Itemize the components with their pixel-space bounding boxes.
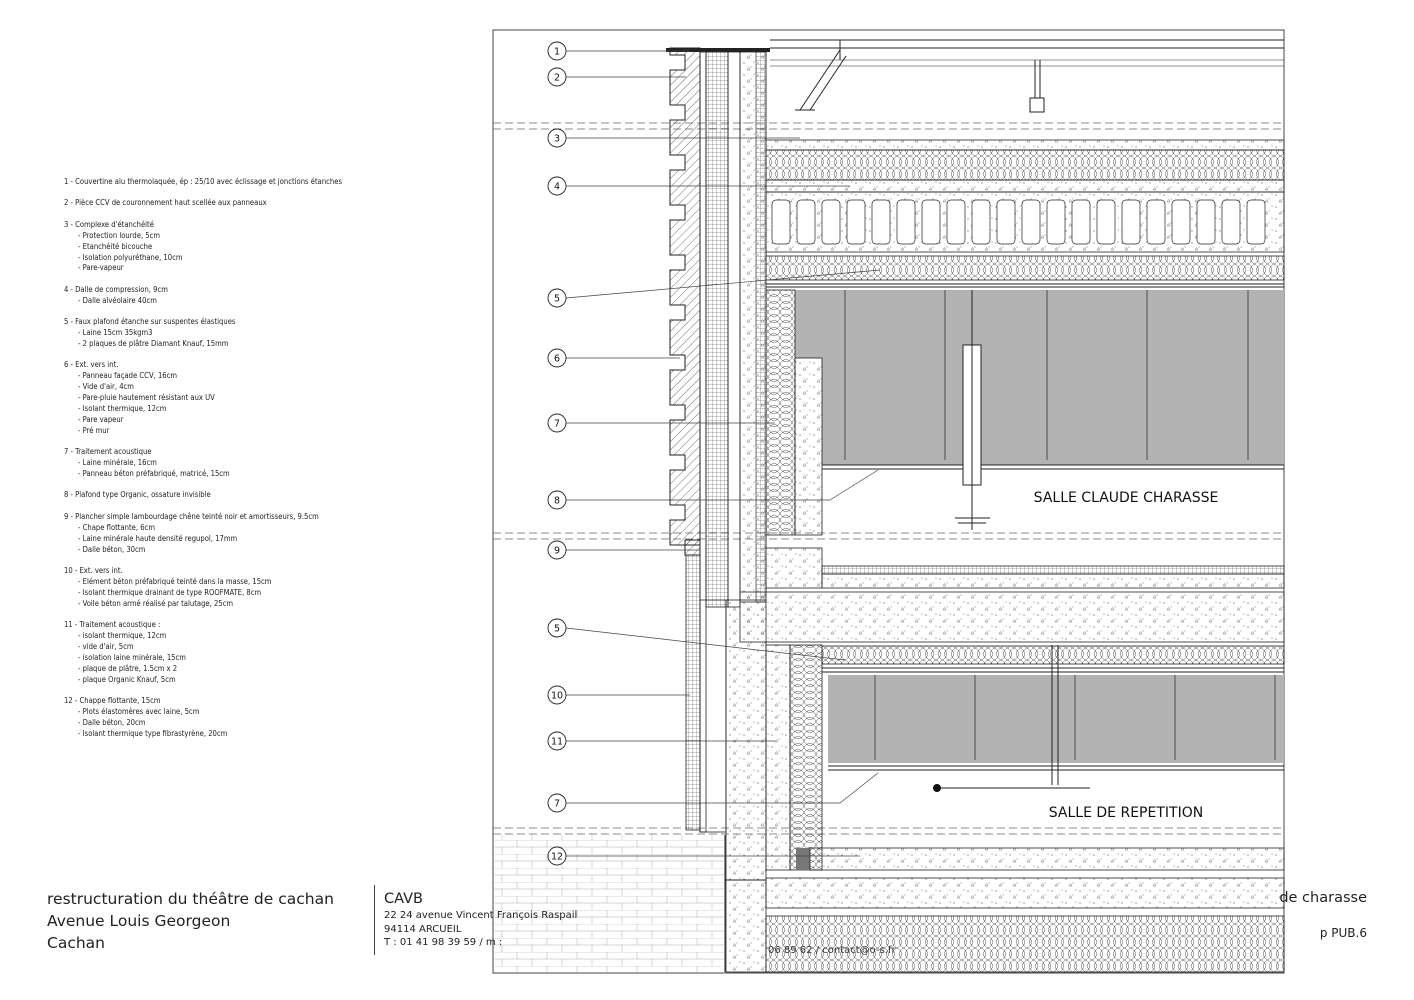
note-subline: - Dalle béton, 20cm <box>78 717 146 727</box>
note-6: 6 - Ext. vers int.- Panneau façade CCV, … <box>64 360 484 436</box>
callout-number: 1 <box>554 47 560 58</box>
note-9: 9 - Plancher simple lambourdage chêne te… <box>64 512 484 556</box>
callout-number: 9 <box>554 546 560 557</box>
callout-circle <box>547 41 567 61</box>
callout-number: 2 <box>554 73 560 84</box>
callout-number: 5 <box>554 624 560 635</box>
project-title-block: restructuration du théâtre de cachan Ave… <box>47 888 334 954</box>
note-heading: 12 - Chappe flottante, 15cm <box>64 696 161 706</box>
note-subline: - Isolant thermique drainant de type ROO… <box>78 587 262 597</box>
note-subline: - Etanchéité bicouche <box>78 241 153 251</box>
note-5: 5 - Faux plafond étanche sur suspentes é… <box>64 317 484 350</box>
note-subline: - Isolant thermique type fibrastyrène, 2… <box>78 728 228 738</box>
note-8: 8 - Plafond type Organic, ossature invis… <box>64 490 484 501</box>
note-subline: - Pare-vapeur <box>78 263 124 273</box>
note-1: 1 - Couvertine alu thermolaquée, ép : 25… <box>64 177 484 188</box>
note-heading: 6 - Ext. vers int. <box>64 360 119 370</box>
project-city: Cachan <box>47 934 105 952</box>
callout-circle <box>547 793 567 813</box>
partial-contact: 06 89 62 / contact@o-s.fr <box>768 945 896 956</box>
note-subline: - Laine minérale haute densité regupol, … <box>78 533 238 543</box>
note-3: 3 - Complexe d'étanchéité- Protection lo… <box>64 220 484 275</box>
callout-number: 3 <box>554 134 560 145</box>
note-subline: - Panneau béton préfabriqué, matricé, 15… <box>78 469 230 479</box>
note-subline: - Isolant thermique, 12cm <box>78 404 167 413</box>
client-address: 22 24 avenue Vincent François Raspail <box>384 910 578 921</box>
callout-circle <box>547 413 567 433</box>
note-subline: - Plots élastomères avec laine, 5cm <box>78 706 200 716</box>
callout-circle <box>547 128 567 148</box>
note-subline: - Pare vapeur <box>78 414 124 424</box>
note-subline: - Panneau façade CCV, 16cm <box>78 371 178 381</box>
note-12: 12 - Chappe flottante, 15cm- Plots élast… <box>64 696 484 740</box>
note-subline: - Laine minérale, 16cm <box>78 458 157 468</box>
title-divider <box>374 885 375 955</box>
note-heading: 10 - Ext. vers int. <box>64 565 123 575</box>
note-subline: - isolant thermique, 12cm <box>78 631 167 640</box>
note-subline: - vide d'air, 5cm <box>78 641 134 651</box>
page-number: p PUB.6 <box>1319 926 1367 940</box>
note-subline: - Voile béton armé réalisé par talutage,… <box>78 598 234 608</box>
note-subline: - Vide d'air, 4cm <box>78 382 134 392</box>
note-subline: - Pré mur <box>78 425 110 435</box>
note-subline: - Protection lourde, 5cm <box>78 230 161 240</box>
note-10: 10 - Ext. vers int.- Elément béton préfa… <box>64 566 484 610</box>
callout-circle <box>547 731 567 751</box>
note-heading: 8 - Plafond type Organic, ossature invis… <box>64 490 211 500</box>
note-subline: - Isolation polyuréthane, 10cm <box>78 252 183 262</box>
callout-number: 5 <box>554 294 560 305</box>
client-phone: T : 01 41 98 39 59 / m : <box>384 937 503 949</box>
callout-circle <box>547 176 567 196</box>
callout-circle <box>547 348 567 368</box>
legend-notes: 1 - Couvertine alu thermolaquée, ép : 25… <box>64 177 484 750</box>
note-heading: 7 - Traitement acoustique <box>64 447 152 457</box>
note-heading: 1 - Couvertine alu thermolaquée, ép : 25… <box>64 177 343 186</box>
note-subline: - plaque Organic Knauf, 5cm <box>78 674 176 684</box>
note-subline: - Dalle alvéolaire 40cm <box>78 295 157 305</box>
note-heading: 3 - Complexe d'étanchéité <box>64 219 154 229</box>
callout-number: 11 <box>551 737 563 748</box>
sheet-label: de charasse <box>1279 890 1367 906</box>
callout-number: 6 <box>554 354 560 365</box>
note-heading: 5 - Faux plafond étanche sur suspentes é… <box>64 317 236 327</box>
note-heading: 2 - Pièce CCV de couronnement haut scell… <box>64 198 267 208</box>
callout-circle <box>547 540 567 560</box>
note-4: 4 - Dalle de compression, 9cm- Dalle alv… <box>64 285 484 307</box>
callout-circle <box>547 618 567 638</box>
room-label-lower: SALLE DE REPETITION <box>1049 805 1203 821</box>
note-subline: - plaque de plâtre, 1.5cm x 2 <box>78 663 178 673</box>
note-2: 2 - Pièce CCV de couronnement haut scell… <box>64 198 484 209</box>
callout-circle <box>547 685 567 705</box>
callout-number: 7 <box>554 419 560 430</box>
callout-number: 7 <box>554 799 560 810</box>
callout-number: 4 <box>554 182 560 193</box>
room-label-upper: SALLE CLAUDE CHARASSE <box>1034 490 1219 506</box>
callout-number: 10 <box>551 691 563 702</box>
note-heading: 4 - Dalle de compression, 9cm <box>64 284 168 294</box>
project-title: restructuration du théâtre de cachan <box>47 890 334 908</box>
note-subline: - Dalle béton, 30cm <box>78 544 146 554</box>
client-block: CAVB 22 24 avenue Vincent François Raspa… <box>384 890 577 950</box>
client-name: CAVB <box>384 891 423 907</box>
note-subline: - Elément béton préfabriqué teinté dans … <box>78 576 272 586</box>
note-7: 7 - Traitement acoustique- Laine minéral… <box>64 447 484 480</box>
callout-circle <box>547 490 567 510</box>
callout-circle <box>547 288 567 308</box>
callout-number: 8 <box>554 496 560 507</box>
note-subline: - Chape flottante, 6cm <box>78 522 155 532</box>
project-street: Avenue Louis Georgeon <box>47 912 231 930</box>
callout-circle <box>547 67 567 87</box>
note-subline: - isolation laine minérale, 15cm <box>78 652 186 662</box>
client-city: 94114 ARCUEIL <box>384 923 462 935</box>
note-heading: 9 - Plancher simple lambourdage chêne te… <box>64 511 319 521</box>
note-subline: - 2 plaques de plâtre Diamant Knauf, 15m… <box>78 338 229 348</box>
note-subline: - Pare-pluie hautement résistant aux UV <box>78 393 215 403</box>
callout-circle <box>547 846 567 866</box>
callout-number: 12 <box>551 852 563 863</box>
note-11: 11 - Traitement acoustique :- isolant th… <box>64 620 484 685</box>
note-subline: - Laine 15cm 35kgm3 <box>78 328 153 338</box>
note-heading: 11 - Traitement acoustique : <box>64 620 161 630</box>
